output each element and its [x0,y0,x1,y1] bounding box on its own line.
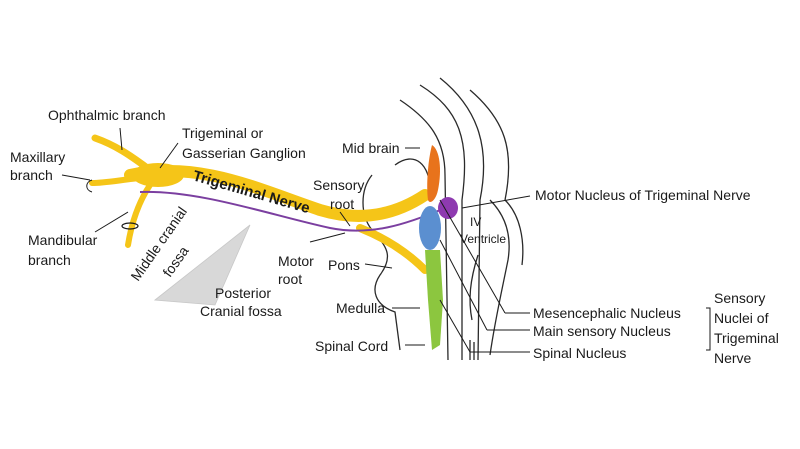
label-sensory-root-1: Sensory [313,177,364,193]
label-main-sensory-nucleus: Main sensory Nucleus [533,323,671,339]
label-posterior-fossa-1: Posterior [215,285,271,301]
ophthalmic-branch [91,134,154,174]
label-ganglion-2: Gasserian Ganglion [182,145,306,161]
label-trigeminal-nerve: Trigeminal Nerve [191,168,312,218]
label-ventricle-2: Ventricle [460,232,506,246]
label-sensory-nuclei-4: Nerve [714,350,752,366]
label-spinal-cord: Spinal Cord [315,338,388,354]
spinal-nucleus [425,250,443,350]
label-pons: Pons [328,257,360,273]
label-sensory-nuclei-1: Sensory [714,290,765,306]
motor-root [139,190,446,232]
main-sensory-nucleus [419,206,441,250]
label-maxillary-1: Maxillary [10,149,65,165]
posterior-fossa-shape [153,224,251,306]
label-mesencephalic-nucleus: Mesencephalic Nucleus [533,305,681,321]
trigeminal-nerve [86,134,446,274]
sensory-root-lower [356,224,429,274]
label-maxillary-2: branch [10,167,53,183]
label-ganglion-1: Trigeminal or [182,125,264,141]
label-motor-root-1: Motor [278,253,314,269]
label-spinal-nucleus: Spinal Nucleus [533,345,626,361]
label-ophthalmic-branch: Ophthalmic branch [48,107,166,123]
nerve-trunk [124,164,431,222]
label-sensory-root-2: root [330,196,354,212]
label-motor-nucleus: Motor Nucleus of Trigeminal Nerve [535,187,751,203]
label-mid-brain: Mid brain [342,140,400,156]
labels: Ophthalmic branch Maxillary branch Mandi… [10,107,779,366]
label-sensory-nuclei-2: Nuclei of [714,310,769,326]
brainstem-outline [362,77,524,361]
mandibular-branch [125,182,153,248]
leader-lines [61,127,711,353]
label-mandibular-2: branch [28,252,71,268]
mesencephalic-nucleus [427,145,440,202]
label-sensory-nuclei-3: Trigeminal [714,330,779,346]
brainstem-nuclei [419,145,458,350]
motor-nucleus [438,197,458,219]
trigeminal-ganglion [132,163,184,187]
label-medulla: Medulla [336,300,385,316]
maxillary-branch [89,175,143,186]
label-motor-root-2: root [278,271,302,287]
label-ventricle-1: IV [470,215,481,229]
label-mandibular-1: Mandibular [28,232,98,248]
label-posterior-fossa-2: Cranial fossa [200,303,282,319]
